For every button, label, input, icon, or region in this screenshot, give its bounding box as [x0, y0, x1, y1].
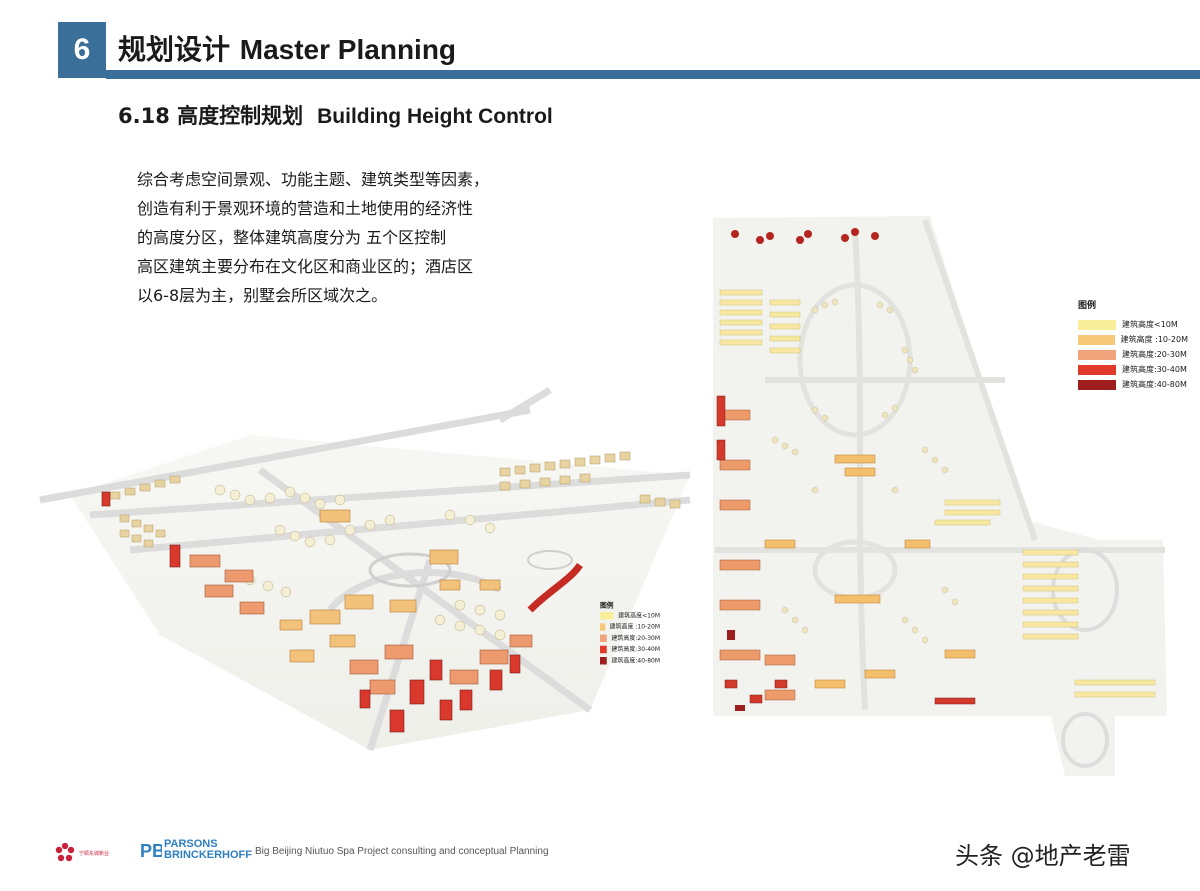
- legend-item: 建筑高度:20-30M: [600, 632, 660, 643]
- legend-swatch: [600, 645, 607, 653]
- pb-mark-icon: PB: [140, 841, 162, 861]
- legend-item: 建筑高度 :10-20M: [600, 621, 660, 632]
- header-rule: [106, 70, 1200, 79]
- legend-swatch: [1078, 349, 1116, 360]
- pb-logo: PB PARSONS BRINCKERHOFF: [140, 838, 252, 862]
- low-rise-buildings: [109, 451, 681, 641]
- description-line: 创造有利于景观环境的营造和土地使用的经济性: [137, 199, 474, 218]
- legend-swatch: [600, 656, 607, 665]
- plaza-circle: [368, 552, 452, 588]
- plaza-circle-small: [527, 550, 573, 570]
- watermark-text: 头条 @地产老雷: [955, 842, 1131, 870]
- pb-line-1: PARSONS: [164, 838, 218, 850]
- section-number-badge: 6: [58, 22, 106, 78]
- legend-label: 建筑高度:30-40M: [1122, 365, 1187, 374]
- plan-low-rise: [719, 289, 1156, 698]
- description-line: 高区建筑主要分布在文化区和商业区的；酒店区: [137, 257, 474, 276]
- legend-item: 建筑高度:40-80M: [1078, 377, 1188, 392]
- legend-title: 图例: [600, 602, 614, 610]
- legend-label: 建筑高度 :10-20M: [1120, 335, 1188, 344]
- legend-label: 建筑高度:40-80M: [1122, 380, 1187, 389]
- legend-label: 建筑高度<10M: [618, 612, 660, 619]
- perspective-height-map: [39, 386, 691, 752]
- legend-swatch: [1078, 334, 1115, 345]
- legend-swatch: [600, 634, 607, 642]
- subtitle-en: Building Height Control: [317, 105, 553, 128]
- plan-mid-rise: [764, 454, 976, 689]
- svg-text:PB: PB: [140, 841, 162, 861]
- legend-plan: 图例 建筑高度<10M 建筑高度 :10-20M 建筑高度:20-30M 建筑高…: [1078, 298, 1188, 392]
- legend-swatch: [1078, 364, 1116, 375]
- legend-label: 建筑高度 :10-20M: [609, 623, 660, 630]
- legend-swatch: [600, 622, 605, 631]
- description-paragraph: 综合考虑空间景观、功能主题、建筑类型等因素， 创造有利于景观环境的营造和土地使用…: [137, 165, 489, 310]
- flower-logo-icon: [55, 842, 75, 862]
- legend-title: 图例: [1078, 301, 1097, 311]
- plan-tallest: [727, 630, 745, 711]
- legend-item: 建筑高度:40-80M: [600, 655, 660, 666]
- description-line: 的高度分区，整体建筑高度分为 五个区控制: [137, 228, 447, 247]
- page-title-en: Master Planning: [239, 34, 457, 65]
- legend-label: 建筑高度:20-30M: [611, 634, 660, 642]
- client-logo-text: 宁颐东城新业: [79, 850, 110, 857]
- legend-label: 建筑高度:30-40M: [611, 645, 660, 653]
- legend-label: 建筑高度<10M: [1122, 320, 1178, 329]
- client-logo: 宁颐东城新业: [54, 842, 109, 864]
- plan-height-map: [713, 216, 1167, 776]
- legend-item: 建筑高度<10M: [600, 610, 660, 621]
- plan-top-clusters: [731, 228, 879, 244]
- legend-item: 建筑高度:30-40M: [600, 644, 660, 655]
- plan-villas: [771, 298, 959, 644]
- legend-swatch: [600, 611, 614, 620]
- legend-swatch: [1078, 319, 1116, 330]
- description-line: 以6-8层为主，别墅会所区域次之。: [137, 286, 388, 305]
- legend-swatch: [1078, 379, 1116, 390]
- legend-item: 建筑高度 :10-20M: [1078, 332, 1188, 347]
- legend-label: 建筑高度:20-30M: [1122, 350, 1187, 359]
- mid-rise-buildings: [189, 509, 533, 695]
- legend-item: 建筑高度:20-30M: [1078, 347, 1188, 362]
- page-title-cn: 规划设计: [118, 33, 231, 66]
- description-line: 综合考虑空间景观、功能主题、建筑类型等因素，: [137, 170, 490, 189]
- page-title: 规划设计 Master Planning: [118, 28, 456, 68]
- legend-label: 建筑高度:40-80M: [611, 657, 660, 664]
- legend-item: 建筑高度<10M: [1078, 317, 1188, 332]
- plan-high-rise: [716, 395, 976, 705]
- high-rise-buildings: [101, 491, 583, 733]
- project-footer-text: Big Beijing Niutuo Spa Project consultin…: [255, 846, 549, 857]
- legend-perspective: 图例 建筑高度<10M 建筑高度 :10-20M 建筑高度:20-30M 建筑高…: [600, 600, 660, 666]
- section-subtitle: 6.18 高度控制规划 Building Height Control: [118, 100, 553, 130]
- subtitle-cn: 6.18 高度控制规划: [118, 104, 304, 128]
- legend-item: 建筑高度:30-40M: [1078, 362, 1188, 377]
- plan-villa-loop-small: [1061, 712, 1109, 768]
- pb-line-2: BRINCKERHOFF: [164, 849, 252, 861]
